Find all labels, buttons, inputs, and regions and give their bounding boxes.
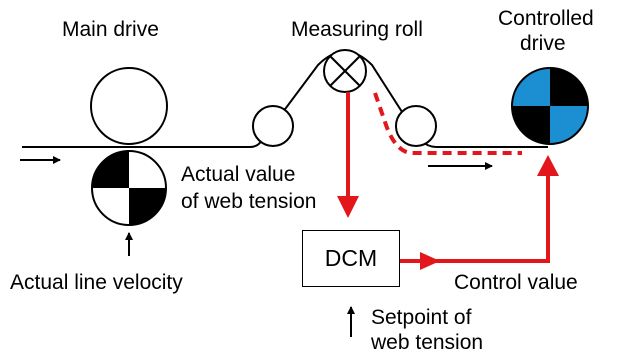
main-drive-motor-icon bbox=[91, 150, 167, 226]
actual-line-velocity-label: Actual line velocity bbox=[10, 271, 183, 294]
dcm-box: DCM bbox=[302, 230, 400, 287]
setpoint-label-line2: web tension bbox=[371, 331, 484, 354]
tension-feedback-arrow bbox=[337, 92, 359, 218]
controlled-drive-label-line1: Controlled bbox=[498, 7, 594, 30]
idler-roll-right bbox=[395, 105, 437, 147]
controlled-drive-motor-icon bbox=[511, 67, 589, 145]
control-value-arrow bbox=[400, 155, 559, 270]
controlled-drive-label-line2: drive bbox=[520, 32, 566, 55]
actual-value-label-line2: of web tension bbox=[181, 190, 317, 213]
main-drive-label: Main drive bbox=[62, 18, 159, 41]
main-drive-upper-roll bbox=[90, 67, 168, 145]
setpoint-label-line1: Setpoint of bbox=[371, 306, 472, 329]
actual-value-label-line1: Actual value bbox=[181, 163, 296, 186]
control-value-label: Control value bbox=[454, 271, 578, 294]
idler-roll-left bbox=[252, 105, 294, 147]
measuring-roll-label: Measuring roll bbox=[291, 18, 423, 41]
dcm-label: DCM bbox=[324, 245, 378, 271]
measuring-roll-icon bbox=[323, 49, 367, 93]
tension-section-dashed-line bbox=[373, 92, 522, 155]
